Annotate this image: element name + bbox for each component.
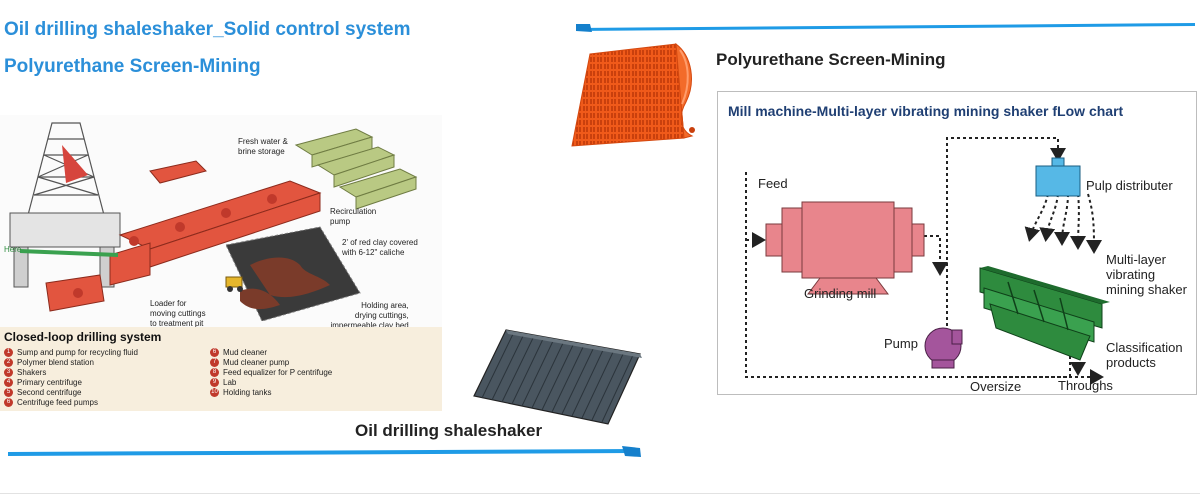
drilling-rig-graphic: [9, 122, 418, 322]
feed-label: Feed: [758, 176, 788, 191]
legend-item: 1 Sump and pump for recycling fluid: [4, 348, 138, 357]
legend-item-text: Holding tanks: [223, 388, 272, 397]
page-subtitle: Polyurethane Screen-Mining: [4, 56, 261, 77]
legend-number-badge: 10: [210, 388, 219, 397]
fresh-water-label: Fresh water & brine storage: [238, 137, 288, 156]
legend-number-badge: 4: [4, 378, 13, 387]
legend-item: 5 Second centrifuge: [4, 388, 82, 397]
grinding-mill-label: Grinding mill: [804, 286, 877, 301]
legend-item: 6 Mud cleaner: [210, 348, 267, 357]
legend-item-text: Polymer blend station: [17, 358, 94, 367]
legend-item-text: Second centrifuge: [17, 388, 82, 397]
legend-number-badge: 6: [210, 348, 219, 357]
footer-line: [0, 493, 1200, 494]
legend-title: Closed-loop drilling system: [4, 330, 162, 344]
legend-number-badge: 6: [4, 398, 13, 407]
legend-item-text: Sump and pump for recycling fluid: [17, 348, 138, 357]
flow-chart-diagram: [745, 137, 1110, 385]
legend-item: 8 Feed equalizer for P centrifuge: [210, 368, 332, 377]
pump-label: Pump: [884, 336, 918, 351]
recirculation-pump-label: Recirculation pump: [330, 207, 377, 226]
legend-item: 10 Holding tanks: [210, 388, 271, 397]
flow-chart-panel: Mill machine-Multi-layer vibrating minin…: [717, 91, 1197, 395]
shaleshaker-caption: Oil drilling shaleshaker: [355, 421, 543, 440]
legend-item-text: Feed equalizer for P centrifuge: [223, 368, 333, 377]
legend-number-badge: 1: [4, 348, 13, 357]
polyurethane-screen-caption: Polyurethane Screen-Mining: [716, 50, 946, 69]
pulp-distributer-label: Pulp distributer: [1086, 178, 1173, 193]
shaker-label: Multi-layer vibrating mining shaker: [1106, 252, 1187, 297]
pump-shape: [924, 327, 963, 369]
here-label: Here: [4, 245, 22, 254]
legend-number-badge: 9: [210, 378, 219, 387]
legend-item-text: Mud cleaner pump: [223, 358, 290, 367]
top-divider-stroke: [576, 23, 1195, 32]
bottom-divider-stroke: [8, 446, 641, 457]
legend-item-text: Lab: [223, 378, 237, 387]
polyurethane-screen-image: [571, 42, 695, 147]
legend-number-badge: 8: [210, 368, 219, 377]
oversize-label: Oversize: [970, 379, 1022, 394]
closed-loop-legend: Closed-loop drilling system 1 Sump and pu…: [0, 327, 442, 411]
legend-item-text: Shakers: [17, 368, 47, 377]
red-clay-label: 2' of red clay covered with 6-12" calich…: [342, 238, 418, 257]
legend-item: 4 Primary centrifuge: [4, 378, 82, 387]
legend-item-text: Primary centrifuge: [17, 378, 82, 387]
legend-number-badge: 7: [210, 358, 219, 367]
legend-number-badge: 2: [4, 358, 13, 367]
legend-item: 3 Shakers: [4, 368, 46, 377]
flow-chart-title: Mill machine-Multi-layer vibrating minin…: [728, 103, 1124, 119]
grinding-mill-shape: [765, 201, 925, 295]
legend-number-badge: 3: [4, 368, 13, 377]
legend-number-badge: 5: [4, 388, 13, 397]
shaleshaker-screen-image: [473, 329, 642, 425]
page-title: Oil drilling shaleshaker_Solid control s…: [4, 19, 411, 40]
legend-item-text: Centrifuge feed pumps: [17, 398, 98, 407]
vibrating-shaker-shape: [979, 266, 1110, 361]
throughs-label: Throughs: [1058, 378, 1113, 393]
legend-item: 2 Polymer blend station: [4, 358, 94, 367]
legend-item-text: Mud cleaner: [223, 348, 268, 357]
legend-item: 6 Centrifuge feed pumps: [4, 398, 98, 407]
pulp-distributer-shape: [1035, 165, 1081, 197]
loader-label: Loader for moving cuttings to treatment …: [150, 299, 206, 328]
classification-label: Classification products: [1106, 340, 1183, 370]
legend-item: 7 Mud cleaner pump: [210, 358, 289, 367]
legend-item: 9 Lab: [210, 378, 236, 387]
